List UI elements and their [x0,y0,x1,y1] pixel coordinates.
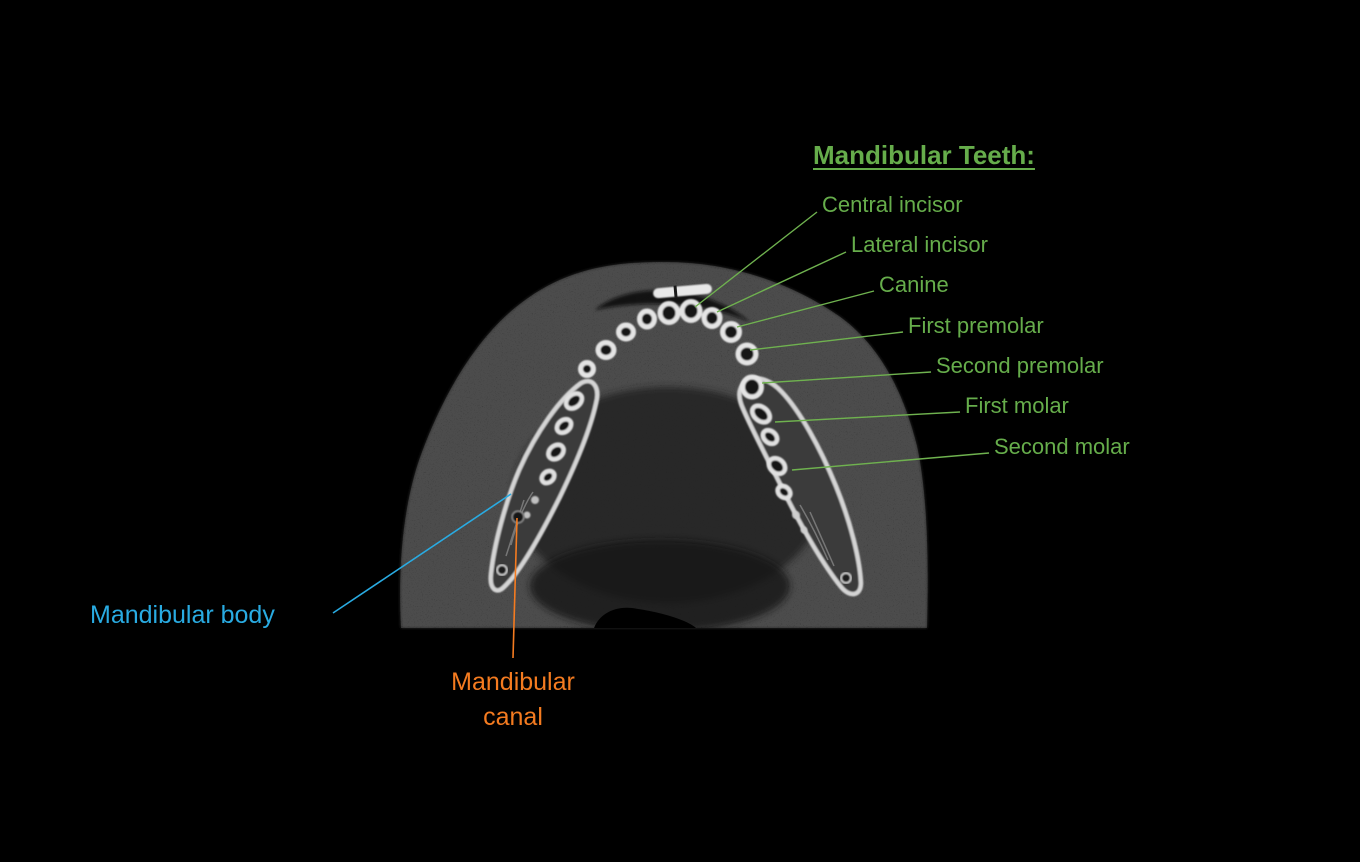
figure-title: Mandibular Teeth: [813,140,1035,170]
label-first-molar: First molar [965,393,1069,418]
leader-second-premolar [761,371,932,384]
leader-central-incisor [694,211,818,308]
leader-first-premolar [749,331,904,351]
leader-mandibular-body [332,493,512,614]
label-central-incisor: Central incisor [822,192,963,217]
leader-second-molar [791,452,990,471]
leader-canine [736,290,875,328]
ct-scan [400,262,928,628]
leader-lateral-incisor [716,251,847,313]
label-mandibular-canal: Mandibular canal [451,668,575,731]
incisal-edge [653,283,712,299]
label-second-molar: Second molar [994,434,1130,459]
label-first-premolar: First premolar [908,313,1044,338]
teeth-leader-lines [694,211,990,471]
leader-mandibular-canal [512,517,518,659]
label-canine: Canine [879,272,949,297]
mandibular-canal-spot [511,510,525,524]
label-second-premolar: Second premolar [936,353,1104,378]
left-mandible-body [488,378,600,593]
label-lateral-incisor: Lateral incisor [851,232,988,257]
leader-first-molar [774,411,961,423]
label-mandibular-body: Mandibular body [90,601,275,629]
